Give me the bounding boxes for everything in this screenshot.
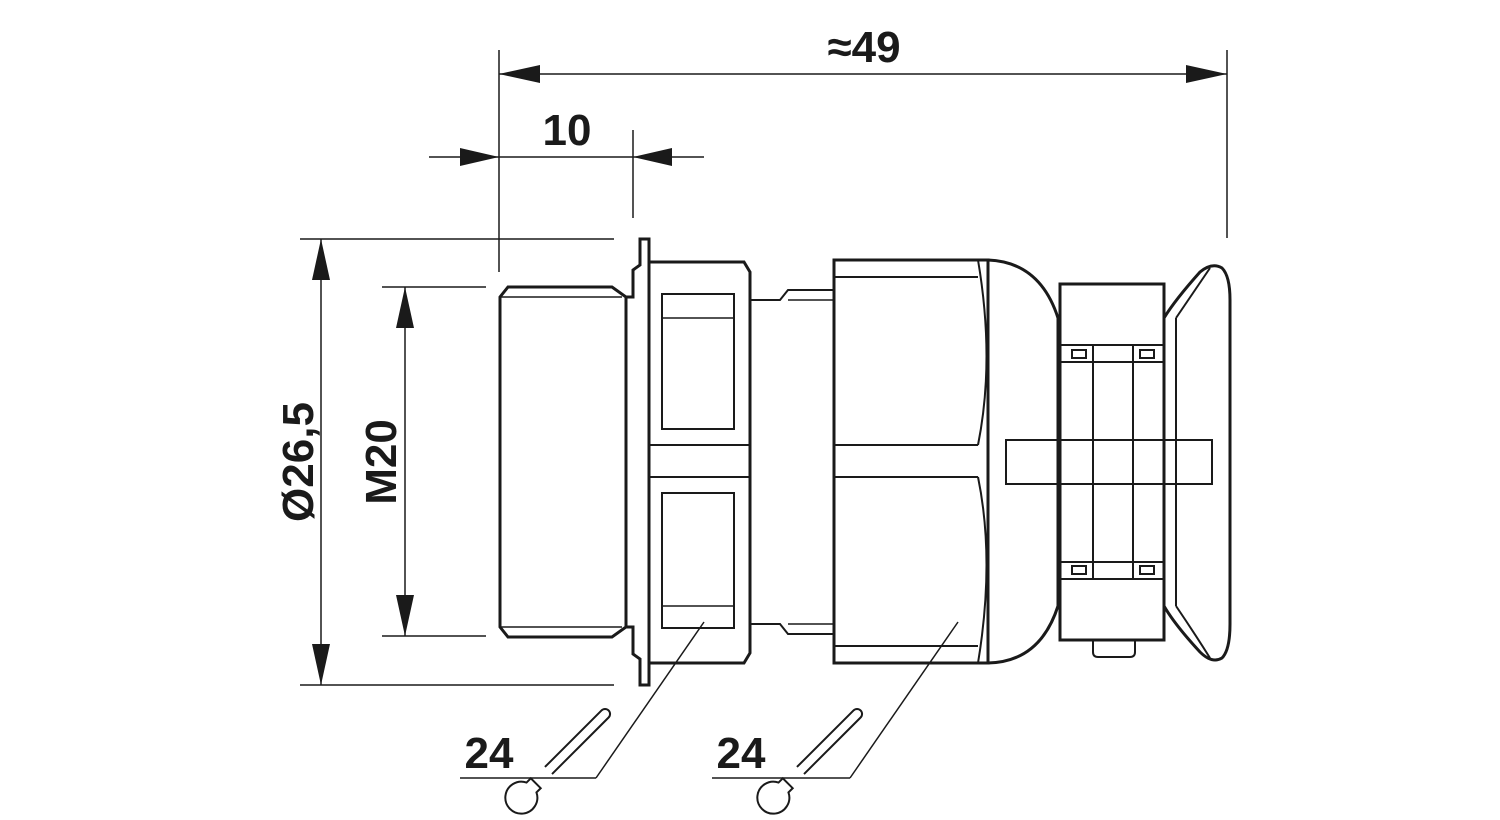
wrench-callout-right: 24 [712,621,959,815]
gland-body [498,237,1232,687]
wrench-icon [756,707,864,815]
cable-inlet-ring [1162,264,1232,662]
wrench-icon [504,707,612,815]
dimension-thread-length: 10 [429,106,704,218]
neck [750,289,835,635]
wrench-size-left: 24 [465,729,514,778]
sealing-nut [832,258,990,665]
dimension-thread-size: M20 [357,286,486,637]
strain-relief-clamp [1005,282,1213,658]
thread-size-label: M20 [357,419,406,505]
flange [624,237,651,687]
body-hex [647,260,752,665]
dimension-overall-length: ≈49 [498,23,1228,272]
dimension-outer-diameter: Ø26,5 [274,238,614,686]
dome-cap [987,258,1060,665]
wrench-size-right: 24 [717,729,766,778]
wrench-callout-left: 24 [460,621,705,815]
thread-section [498,285,628,639]
thread-length-label: 10 [543,106,592,155]
overall-length-label: ≈49 [827,23,900,72]
outer-diameter-label: Ø26,5 [274,402,323,522]
